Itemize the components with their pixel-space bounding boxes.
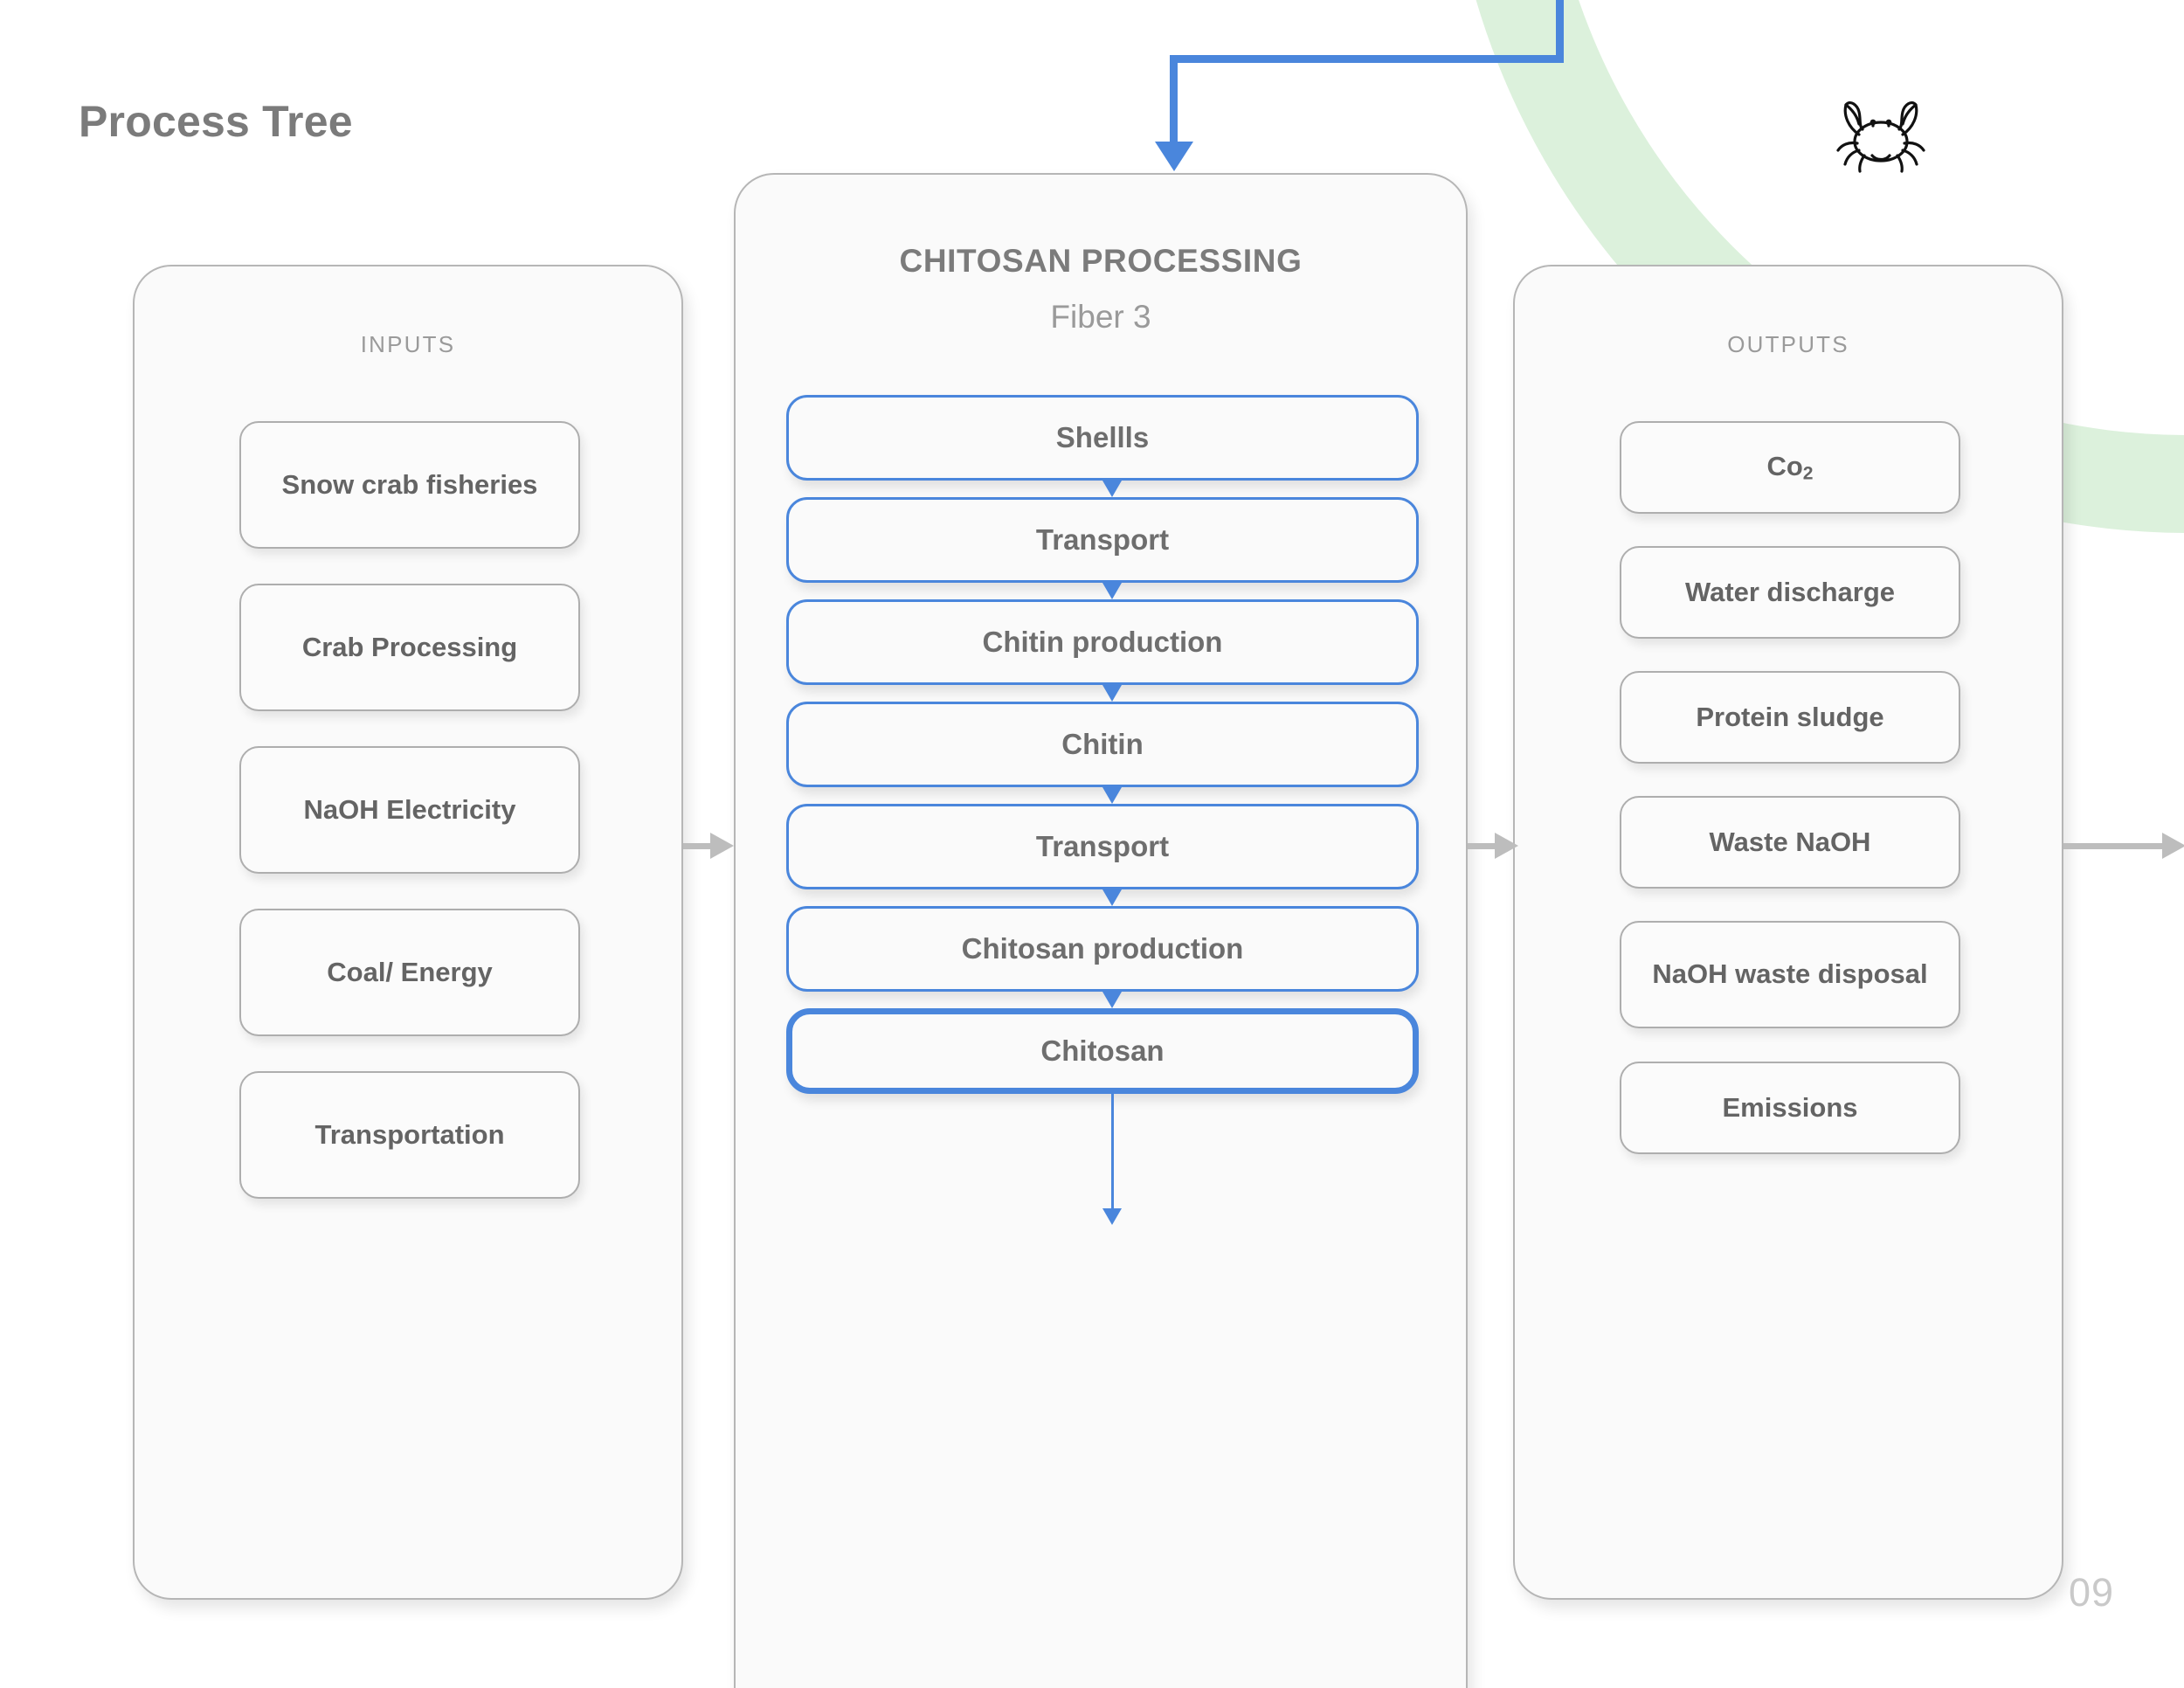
output-item-label: Emissions [1722,1091,1858,1123]
step-connector-6 [1102,992,1122,1008]
process-outflow-arrow [1102,1094,1122,1225]
input-item-label: NaOH Electricity [303,793,516,825]
process-step-label: Transport [1035,523,1170,557]
output-item-naoh-waste-disposal[interactable]: NaOH waste disposal [1620,921,1960,1028]
process-step-label: Chitosan [1040,1034,1165,1068]
process-step-label: Chitin production [982,626,1223,659]
process-step-chitin[interactable]: Chitin [786,702,1419,787]
page-title: Process Tree [79,97,353,146]
output-item-emissions[interactable]: Emissions [1620,1062,1960,1154]
arrow-process-to-outputs [1468,833,1518,859]
process-step-label: Chitin [1061,728,1144,761]
step-connector-4 [1102,787,1122,804]
step-connector-5 [1102,889,1122,906]
process-panel: CHITOSAN PROCESSING Fiber 3 Shellls Tran… [734,173,1468,1688]
step-connector-1 [1102,481,1122,497]
process-step-shellls[interactable]: Shellls [786,395,1419,481]
input-item-snow-crab-fisheries[interactable]: Snow crab fisheries [239,421,580,549]
output-item-water-discharge[interactable]: Water discharge [1620,546,1960,639]
input-item-label: Coal/ Energy [327,956,493,987]
process-step-label: Chitosan production [961,932,1244,965]
input-item-coal-energy[interactable]: Coal/ Energy [239,909,580,1036]
page-number: 09 [2069,1570,2115,1615]
inputs-heading: INPUTS [360,331,456,357]
output-item-label: Co2 [1766,450,1814,484]
process-step-chitosan[interactable]: Chitosan [786,1008,1419,1094]
output-item-co2[interactable]: Co2 [1620,421,1960,514]
process-step-transport-1[interactable]: Transport [786,497,1419,583]
step-connector-2 [1102,583,1122,599]
step-connector-3 [1102,685,1122,702]
crab-icon [1824,86,1938,182]
arrow-inputs-to-process [683,833,734,859]
process-step-chitosan-production[interactable]: Chitosan production [786,906,1419,992]
input-item-naoh-electricity[interactable]: NaOH Electricity [239,746,580,874]
outputs-heading: OUTPUTS [1727,331,1849,357]
output-item-label: NaOH waste disposal [1652,958,1928,990]
process-step-transport-2[interactable]: Transport [786,804,1419,889]
process-step-label: Transport [1035,830,1170,863]
inputs-panel: INPUTS Snow crab fisheries Crab Processi… [133,265,683,1600]
arrow-outputs-to-next [2063,833,2184,859]
process-step-label: Shellls [1055,421,1150,454]
inbound-elbow-arrow [1154,0,1564,175]
output-item-protein-sludge[interactable]: Protein sludge [1620,671,1960,764]
output-item-label: Water discharge [1684,576,1896,607]
input-item-label: Transportation [314,1118,505,1150]
process-title: CHITOSAN PROCESSING [899,243,1303,279]
process-step-chitin-production[interactable]: Chitin production [786,599,1419,685]
output-item-label: Waste NaOH [1709,826,1871,857]
output-item-label: Protein sludge [1696,701,1884,732]
output-item-waste-naoh[interactable]: Waste NaOH [1620,796,1960,889]
outputs-panel: OUTPUTS Co2 Water discharge Protein slud… [1513,265,2063,1600]
input-item-label: Snow crab fisheries [281,468,538,500]
input-item-label: Crab Processing [301,631,518,662]
process-subtitle: Fiber 3 [1050,299,1151,335]
input-item-transportation[interactable]: Transportation [239,1071,580,1199]
input-item-crab-processing[interactable]: Crab Processing [239,584,580,711]
